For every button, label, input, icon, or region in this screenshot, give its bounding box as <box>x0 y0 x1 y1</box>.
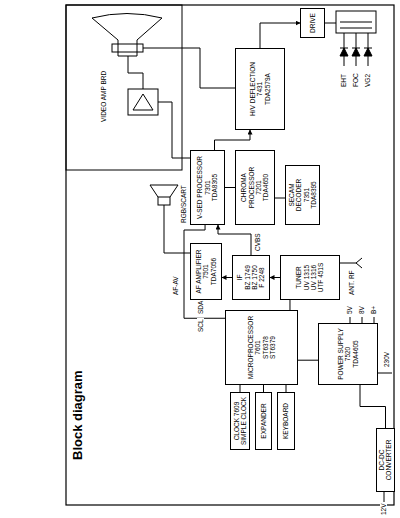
node-text: CLOCK 7609 <box>233 402 240 441</box>
node-text: TDA4605 <box>352 340 359 367</box>
node-text: H/V DEFLECTION <box>249 62 256 116</box>
node-text: 7301 <box>204 180 211 194</box>
connector <box>270 277 280 278</box>
video-amp-symbol <box>128 56 158 115</box>
connector <box>225 187 235 188</box>
node-text: KEYBOARD <box>282 403 289 439</box>
diagram-title: Block diagram <box>70 370 85 460</box>
process-box: DRIVE <box>300 8 325 38</box>
process-box: IFBZ 1749BZ 1750F 2248 <box>232 255 270 300</box>
process-box: TUNERUV 1315UV 1316UTF 451S <box>280 255 340 300</box>
signal-label: ANT. RF <box>348 269 355 296</box>
signal-label: 5V <box>346 305 353 315</box>
signal-label: B+ <box>370 305 377 315</box>
node-text: MICROPROCESSOR <box>247 316 254 379</box>
connector <box>298 360 318 361</box>
node-text: SIMPLE CLOCK <box>240 397 247 445</box>
process-box: AF AMPLIFIER7501TDA7056 <box>190 243 222 300</box>
connector <box>184 225 225 318</box>
signal-label: EHT <box>340 73 347 88</box>
signal-label: 230V <box>383 351 390 368</box>
node-text: UV 1316 <box>310 265 317 290</box>
process-box: H/V DEFLECTION7431TDA2579A <box>235 48 285 130</box>
node-text: BZ 1750 <box>251 265 258 290</box>
connector <box>260 23 300 48</box>
signal-label: AF-AV <box>172 275 179 296</box>
node-text: 7201 <box>255 180 262 194</box>
process-box: EXPANDER <box>255 392 272 450</box>
node-text: V-SED PROCESSOR <box>196 156 203 219</box>
process-box: CLOCK 7609SIMPLE CLOCK <box>230 392 250 450</box>
node-text: 7520 <box>344 347 351 361</box>
node-text: TDA8305 <box>211 174 218 201</box>
node-text: TDA4650 <box>262 174 269 201</box>
node-text: EXPANDER <box>260 403 267 438</box>
connector <box>286 385 287 392</box>
node-text: 7431 <box>256 82 263 96</box>
node-text: TDA2579A <box>264 73 271 105</box>
process-box: POWER SUPPLY7520TDA4605 <box>318 323 378 385</box>
node-text: SECAM DECODER <box>288 168 303 222</box>
connector <box>215 130 251 150</box>
node-text: POWER SUPPLY <box>337 328 344 380</box>
speaker-symbol <box>150 185 178 205</box>
node-text: DC-DC CONVERTER <box>378 431 393 489</box>
signal-label: SDA <box>197 300 204 315</box>
signal-label: 12V <box>380 502 387 516</box>
process-box: DC-DC CONVERTER <box>376 428 395 492</box>
signal-label: VG2 <box>364 73 371 88</box>
signal-label: SCL <box>197 318 204 333</box>
connector <box>222 277 232 278</box>
signal-label: VIDEO AMP BRD <box>100 70 107 123</box>
node-text: UV 1315 <box>303 265 310 290</box>
node-text: F 2248 <box>258 267 265 287</box>
node-text: AF AMPLIFIER <box>195 249 202 293</box>
diode-symbols <box>340 48 372 56</box>
picture-tube <box>92 14 162 57</box>
signal-label: 8V <box>358 305 365 315</box>
connector <box>360 385 386 428</box>
node-text: IF <box>236 275 243 281</box>
process-box: MICROPROCESSOR7601ST6378ST6379 <box>225 310 298 385</box>
node-text: TDA8395 <box>310 181 317 208</box>
node-text: 7501 <box>202 264 209 278</box>
wires <box>143 23 392 502</box>
signal-label: RGB/SCART <box>180 184 187 224</box>
outer-frame <box>66 5 394 505</box>
line-transformer <box>336 11 376 33</box>
node-text: 7601 <box>254 340 261 354</box>
signal-label: FOC <box>352 72 359 88</box>
connector <box>218 225 251 255</box>
connector <box>240 385 241 392</box>
node-text: TDA7056 <box>210 258 217 285</box>
node-text: DRIVE <box>309 13 316 33</box>
node-text: UTF 451S <box>317 263 324 293</box>
node-text: ST6379 <box>269 336 276 359</box>
node-text: BZ 1749 <box>244 265 251 290</box>
process-box: KEYBOARD <box>277 392 295 450</box>
signal-label: CVBS <box>254 232 261 252</box>
process-box: CHROMA PROCESSOR7201TDA4650 <box>235 150 275 225</box>
connector <box>263 385 264 392</box>
connector <box>289 300 290 310</box>
node-text: ST6378 <box>262 336 269 359</box>
process-box: SECAM DECODER7351TDA8395 <box>285 165 320 225</box>
video-board-frame <box>66 5 182 170</box>
node-text: CHROMA PROCESSOR <box>240 153 255 222</box>
process-box: V-SED PROCESSOR7301TDA8305 <box>190 150 225 225</box>
node-text: TUNER <box>295 266 302 288</box>
connector <box>275 198 285 199</box>
node-text: 7351 <box>303 188 310 202</box>
